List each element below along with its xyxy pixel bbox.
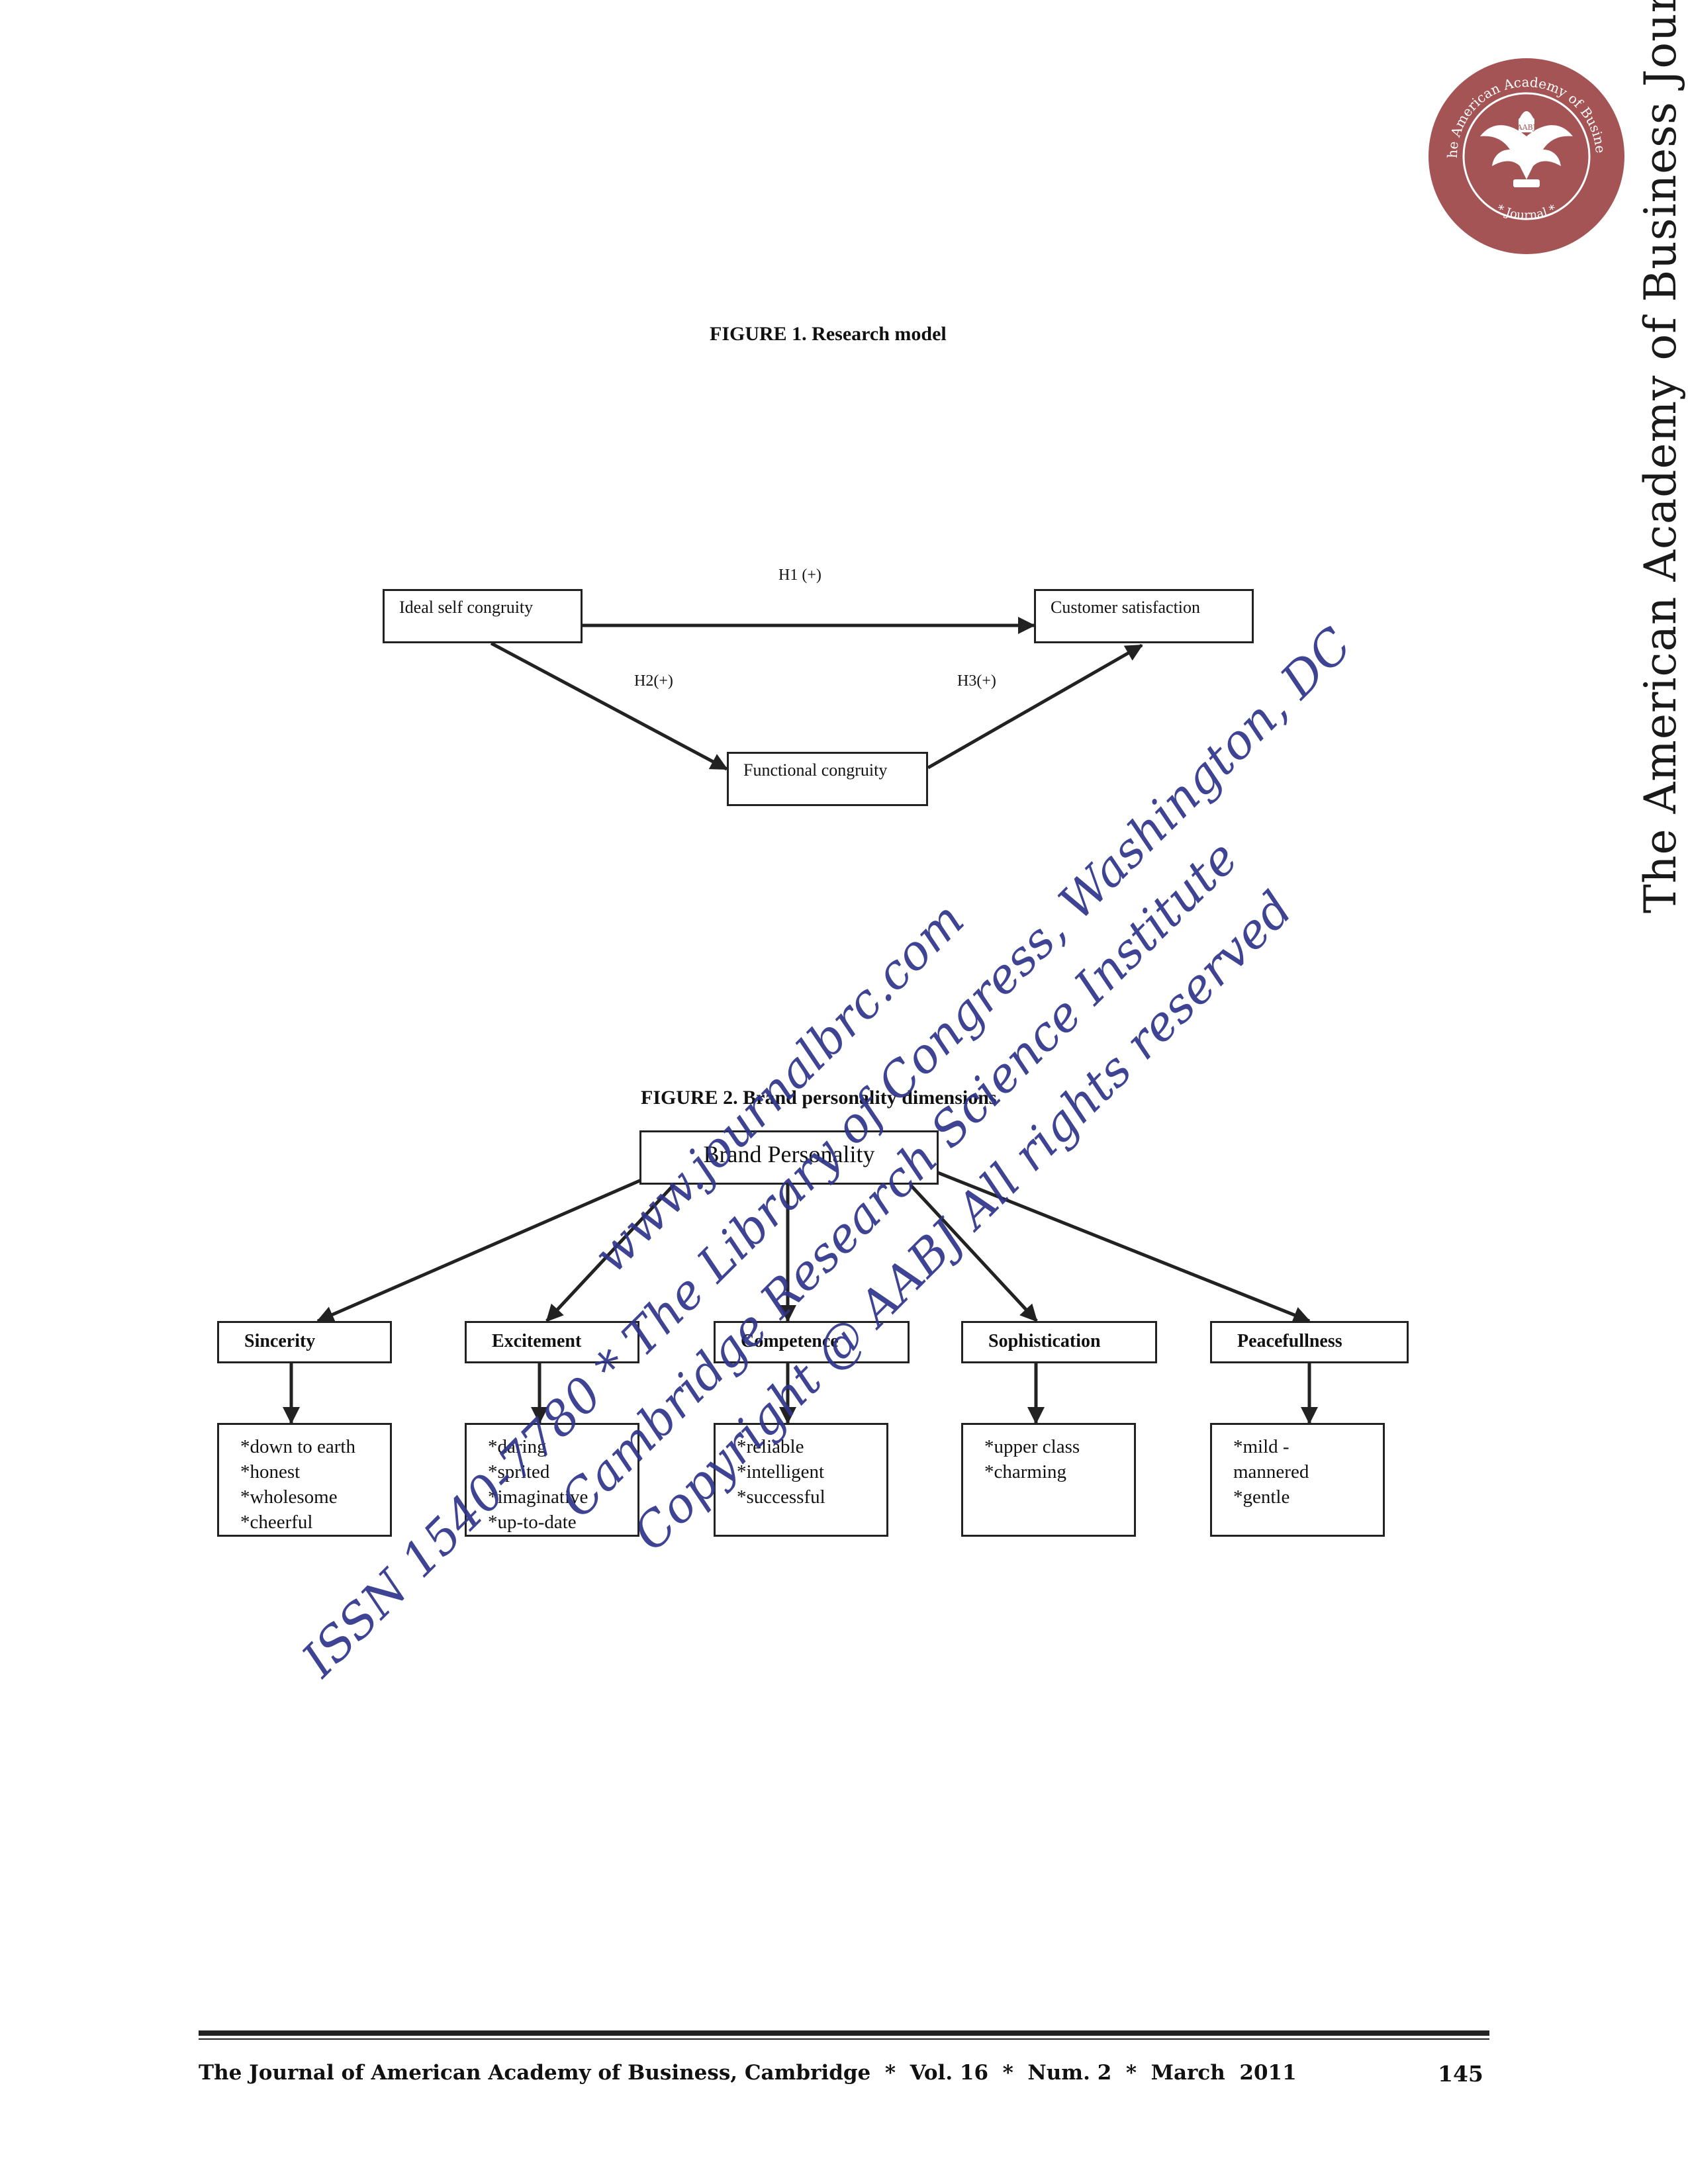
dimension-excitement: Excitement [465, 1321, 639, 1363]
node-brand-personality: Brand Personality [639, 1130, 939, 1185]
trait-item: *daring [488, 1436, 547, 1457]
label-h3: H3(+) [957, 672, 996, 690]
node-functional-congruity: Functional congruity [727, 752, 928, 806]
arrow-root-sophistication [909, 1183, 1038, 1322]
node-ideal-self-congruity: Ideal self congruity [383, 589, 583, 643]
traits-peacefullness: *mild - mannered *gentle [1210, 1423, 1385, 1537]
trait-item: *upper class [984, 1436, 1080, 1457]
trait-item: *imaginative [488, 1486, 588, 1508]
arrow-h2 [490, 641, 728, 771]
page-number: 145 [1438, 2061, 1483, 2087]
aabj-seal-logo: The American Academy of Business * Journ… [1427, 57, 1624, 254]
trait-item: *up-to-date [488, 1512, 577, 1533]
trait-item: *mild - [1233, 1436, 1289, 1457]
trait-item: *sprited [488, 1461, 550, 1482]
arrow-root-peacefullness [934, 1169, 1311, 1324]
figure1-title: FIGURE 1. Research model [710, 323, 947, 345]
trait-item: *cheerful [240, 1512, 313, 1533]
trait-item: *successful [737, 1486, 825, 1508]
dimension-sincerity: Sincerity [217, 1321, 392, 1363]
trait-item: mannered [1233, 1461, 1309, 1482]
traits-excitement: *daring *sprited *imaginative *up-to-dat… [465, 1423, 639, 1537]
traits-sophistication: *upper class *charming [961, 1423, 1136, 1537]
arrow-root-sincerity [316, 1166, 669, 1323]
trait-item: *reliable [737, 1436, 804, 1457]
node-customer-satisfaction: Customer satisfaction [1034, 589, 1254, 643]
svg-text:AABJ: AABJ [1517, 123, 1536, 132]
dimension-sophistication: Sophistication [961, 1321, 1157, 1363]
label-h2: H2(+) [634, 672, 673, 690]
arrow-h3 [927, 643, 1143, 770]
trait-item: *charming [984, 1461, 1067, 1482]
trait-item: *down to earth [240, 1436, 355, 1457]
footer-citation: The Journal of American Academy of Busin… [199, 2061, 1297, 2085]
footer-rule [199, 2030, 1489, 2036]
traits-sincerity: *down to earth *honest *wholesome *cheer… [217, 1423, 392, 1537]
label-h1: H1 (+) [778, 567, 821, 584]
trait-item: *gentle [1233, 1486, 1290, 1508]
arrow-root-excitement [545, 1183, 675, 1322]
trait-item: *honest [240, 1461, 301, 1482]
footer-rule-thin [199, 2038, 1489, 2040]
trait-item: *wholesome [240, 1486, 338, 1508]
trait-item: *intelligent [737, 1461, 825, 1482]
dimension-peacefullness: Peacefullness [1210, 1321, 1409, 1363]
figure2-title: FIGURE 2. Brand personality dimensions [641, 1087, 997, 1109]
traits-competence: *reliable *intelligent *successful [714, 1423, 888, 1537]
dimension-competence: Competence [714, 1321, 910, 1363]
